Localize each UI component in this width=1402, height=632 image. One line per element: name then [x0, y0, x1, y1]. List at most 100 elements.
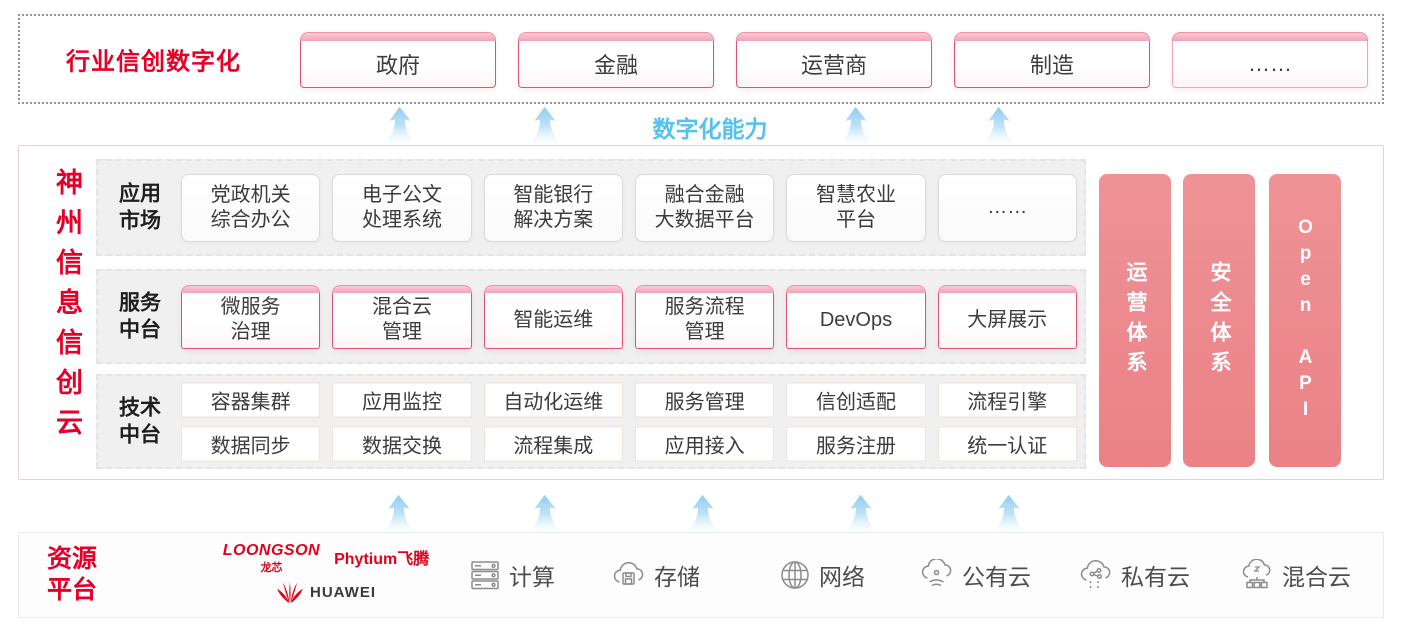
tech-platform-row: 技术中台 容器集群 应用监控 自动化运维 服务管理 信创适配 流程引擎 数据同步…	[96, 374, 1086, 469]
pillar-operation-system: 运营体系	[1099, 174, 1171, 467]
up-arrow-icon	[385, 106, 415, 144]
up-arrow-icon	[688, 494, 718, 532]
pillar-security-system: 安全体系	[1183, 174, 1255, 467]
app-market-row: 应用市场 党政机关 综合办公 电子公文 处理系统 智能银行 解决方案 融合金融 …	[96, 159, 1086, 256]
service-card: 大屏展示	[937, 284, 1077, 349]
vendor-row: LOONGSON 龙芯 Phytium飞腾	[215, 542, 437, 575]
service-platform-items: 微服务 治理 混合云 管理 智能运维 服务流程 管理 DevOps	[181, 284, 1077, 349]
server-icon	[468, 559, 502, 591]
service-card-label: 智能运维	[483, 292, 623, 349]
pillar-open-api: Open API	[1269, 174, 1341, 467]
up-arrow-icon	[384, 494, 414, 532]
tech-card: 信创适配	[786, 382, 926, 417]
resource-item-label: 混合云	[1282, 564, 1351, 590]
loongson-logo: LOONGSON 龙芯	[223, 542, 320, 575]
resource-item-hybrid-cloud: 混合云	[1239, 533, 1351, 617]
tab-cap	[736, 32, 932, 41]
private-cloud-icon	[1078, 559, 1114, 591]
app-card: 智慧农业 平台	[786, 173, 926, 242]
tech-card: 流程引擎	[937, 382, 1077, 417]
industry-tab-finance: 金融	[518, 32, 714, 88]
up-arrow-icon	[841, 106, 871, 144]
service-card-label: 服务流程 管理	[634, 292, 775, 349]
app-card: 党政机关 综合办公	[181, 173, 321, 242]
tech-line-top: 容器集群 应用监控 自动化运维 服务管理 信创适配 流程引擎	[181, 382, 1077, 417]
phytium-logo: Phytium飞腾	[334, 551, 430, 568]
up-arrow-icon	[530, 494, 560, 532]
up-arrow-icon	[994, 494, 1024, 532]
resource-item-label: 私有云	[1121, 564, 1190, 590]
tab-cap	[518, 32, 714, 41]
resource-platform-title: 资源 平台	[47, 544, 98, 604]
tech-platform-items: 容器集群 应用监控 自动化运维 服务管理 信创适配 流程引擎 数据同步 数据交换…	[181, 382, 1077, 461]
vendor-logos: LOONGSON 龙芯 Phytium飞腾 HUAWEI	[215, 542, 437, 604]
huawei-logo: HUAWEI	[215, 581, 437, 604]
app-card: 电子公文 处理系统	[332, 173, 472, 242]
loongson-wordmark: LOONGSON	[222, 542, 321, 559]
resource-item-label: 存储	[654, 564, 700, 590]
tech-card: 统一认证	[937, 426, 1077, 461]
huawei-wordmark: HUAWEI	[310, 584, 376, 601]
resource-item-label: 计算	[509, 564, 555, 590]
industry-tab-label: 金融	[518, 41, 714, 88]
tab-cap	[634, 284, 775, 293]
cloud-platform-panel: 神州信息信创云 应用市场 党政机关 综合办公 电子公文 处理系统 智能银行 解决…	[18, 145, 1384, 480]
row-label-app-market: 应用市场	[119, 182, 161, 233]
row-label-service-platform: 服务中台	[119, 291, 161, 342]
service-card: 混合云 管理	[332, 284, 472, 349]
up-arrow-icon	[530, 106, 560, 144]
tab-cap	[954, 32, 1150, 41]
public-cloud-icon	[919, 559, 955, 591]
resource-item-private-cloud: 私有云	[1078, 533, 1190, 617]
tab-cap	[483, 284, 623, 293]
service-card-label: 混合云 管理	[332, 292, 472, 349]
loongson-chinese-name: 龙芯	[260, 562, 283, 574]
tech-card: 服务注册	[786, 426, 926, 461]
service-card: 服务流程 管理	[634, 284, 775, 349]
industry-tab-government: 政府	[300, 32, 496, 88]
tab-cap	[937, 284, 1077, 293]
service-card: DevOps	[786, 284, 926, 349]
tab-cap	[300, 32, 496, 41]
row-label-tech-platform: 技术中台	[119, 396, 161, 447]
resource-platform-panel: 资源 平台 LOONGSON 龙芯 Phytium飞腾	[18, 532, 1384, 618]
industry-tab-label: ……	[1172, 41, 1368, 88]
service-card-label: 微服务 治理	[181, 292, 321, 349]
resource-item-public-cloud: 公有云	[919, 533, 1031, 617]
industry-tab-label: 制造	[954, 41, 1150, 88]
tech-line-bottom: 数据同步 数据交换 流程集成 应用接入 服务注册 统一认证	[181, 426, 1077, 461]
industry-tab-label: 运营商	[736, 41, 932, 88]
tech-card: 容器集群	[181, 382, 321, 417]
tab-cap	[1172, 32, 1368, 41]
industry-tab-label: 政府	[300, 41, 496, 88]
resource-item-storage: 存储	[611, 533, 700, 617]
industry-tab-operator: 运营商	[736, 32, 932, 88]
resource-item-label: 网络	[819, 564, 865, 590]
hybrid-cloud-icon	[1239, 559, 1275, 591]
service-card-label: DevOps	[786, 292, 926, 349]
app-card: 智能银行 解决方案	[483, 173, 623, 242]
tech-card: 流程集成	[483, 426, 623, 461]
resource-item-network: 网络	[778, 533, 865, 617]
service-card-label: 大屏展示	[937, 292, 1077, 349]
resource-item-compute: 计算	[468, 533, 555, 617]
storage-cloud-icon	[611, 559, 647, 591]
capability-label: 数字化能力	[652, 116, 768, 142]
tech-card: 应用监控	[332, 382, 472, 417]
app-market-items: 党政机关 综合办公 电子公文 处理系统 智能银行 解决方案 融合金融 大数据平台…	[181, 173, 1077, 242]
app-card: 融合金融 大数据平台	[634, 173, 775, 242]
service-platform-row: 服务中台 微服务 治理 混合云 管理 智能运维 服务流程 管理	[96, 269, 1086, 364]
up-arrow-icon	[846, 494, 876, 532]
platform-title: 神州信息信创云	[52, 168, 82, 448]
tab-cap	[786, 284, 926, 293]
resource-item-label: 公有云	[962, 564, 1031, 590]
industry-banner-title: 行业信创数字化	[66, 48, 241, 76]
tech-card: 数据同步	[181, 426, 321, 461]
tech-card: 数据交换	[332, 426, 472, 461]
service-card: 智能运维	[483, 284, 623, 349]
industry-tab-manufacturing: 制造	[954, 32, 1150, 88]
industry-tab-list: 政府 金融 运营商 制造 ……	[300, 32, 1368, 88]
tech-card: 应用接入	[634, 426, 775, 461]
tab-cap	[181, 284, 321, 293]
tab-cap	[332, 284, 472, 293]
